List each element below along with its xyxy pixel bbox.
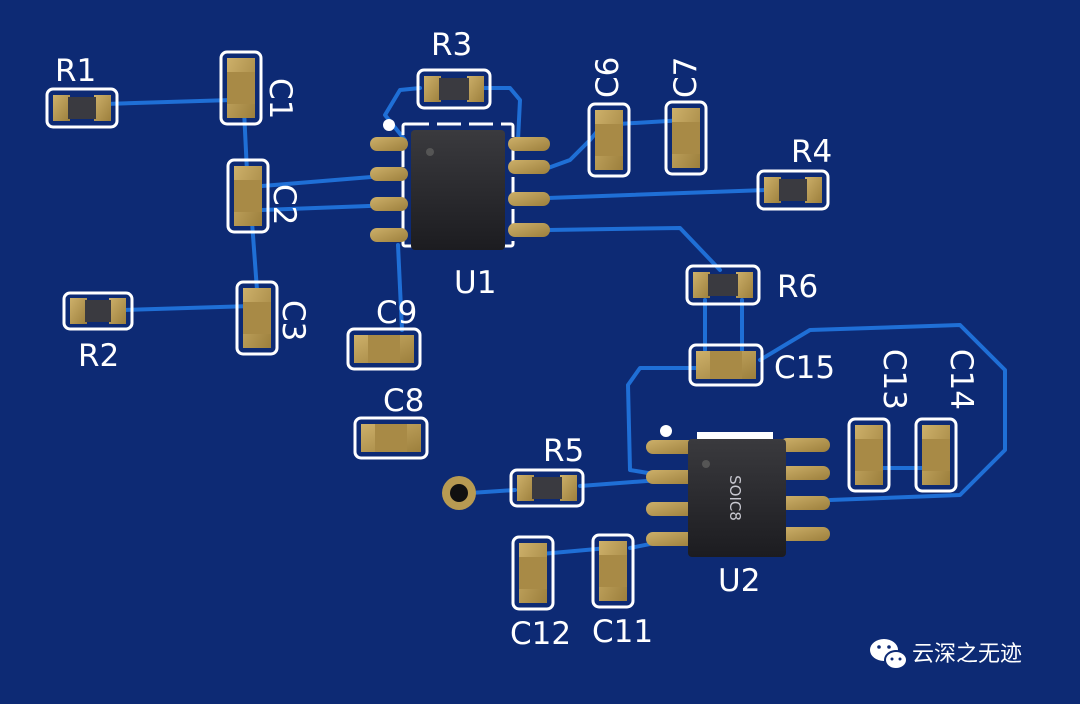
label-r2: R2 <box>78 338 119 374</box>
label-r4: R4 <box>791 134 832 170</box>
label-c15: C15 <box>774 350 835 386</box>
trace-outer-loop <box>758 323 1007 502</box>
capacitor-c13 <box>847 417 891 493</box>
resistor-r3 <box>416 68 492 110</box>
label-c12: C12 <box>510 616 571 652</box>
silkscreen-labels: R1 R2 R3 R4 R5 R6 U1 U2 C8 C9 C12 C11 C1… <box>55 27 979 652</box>
capacitor-c6 <box>587 102 631 178</box>
trace-r5-u2 <box>578 478 662 488</box>
label-c8: C8 <box>383 383 424 419</box>
chip-u2: SOIC8 <box>646 425 830 557</box>
capacitor-c9 <box>346 327 422 371</box>
chip-u1 <box>370 119 550 250</box>
capacitor-c1 <box>219 50 263 126</box>
trace-u1-c6 <box>546 126 602 170</box>
capacitor-c3 <box>235 280 279 356</box>
label-c7: C7 <box>668 57 704 98</box>
capacitor-c7 <box>664 100 708 176</box>
capacitor-c12 <box>511 535 555 611</box>
trace-u1-r6 <box>546 226 722 272</box>
capacitor-c8 <box>353 416 429 460</box>
label-c13: C13 <box>876 349 912 410</box>
label-c6: C6 <box>590 57 626 98</box>
capacitor-c2 <box>226 158 270 234</box>
wechat-icon <box>870 639 908 670</box>
trace-r2-c3 <box>120 304 254 312</box>
resistor-r1 <box>45 87 119 129</box>
trace-u1-c9 <box>396 243 404 332</box>
label-r3: R3 <box>431 27 472 63</box>
trace-u1-r4 <box>546 188 767 200</box>
resistor-r6 <box>685 264 761 306</box>
resistor-r4 <box>756 169 830 211</box>
trace-r1-c1 <box>103 98 234 106</box>
label-c3: C3 <box>275 300 311 341</box>
resistor-r5 <box>509 468 585 508</box>
label-c1: C1 <box>262 78 298 119</box>
trace-c15-loop <box>626 366 702 477</box>
label-r6: R6 <box>777 269 818 305</box>
watermark-text: 云深之无迹 <box>912 642 1022 667</box>
resistor-r2 <box>62 291 134 331</box>
label-c11: C11 <box>592 614 653 650</box>
label-c14: C14 <box>943 349 979 410</box>
capacitor-c15 <box>688 343 764 387</box>
via <box>442 476 476 510</box>
label-u2: U2 <box>718 563 760 599</box>
label-c2: C2 <box>266 184 302 225</box>
traces <box>103 86 1007 557</box>
label-u1: U1 <box>454 265 496 301</box>
u2-marking: SOIC8 <box>726 475 744 521</box>
capacitor-c11 <box>591 533 635 609</box>
capacitor-c14 <box>914 417 958 493</box>
trace-via-r5 <box>468 488 517 495</box>
label-r5: R5 <box>543 433 584 469</box>
watermark: 云深之无迹 <box>870 639 1022 670</box>
trace-r3-loop <box>383 86 522 142</box>
label-r1: R1 <box>55 53 96 89</box>
label-c9: C9 <box>376 295 417 331</box>
trace-c1-c2 <box>242 108 249 174</box>
